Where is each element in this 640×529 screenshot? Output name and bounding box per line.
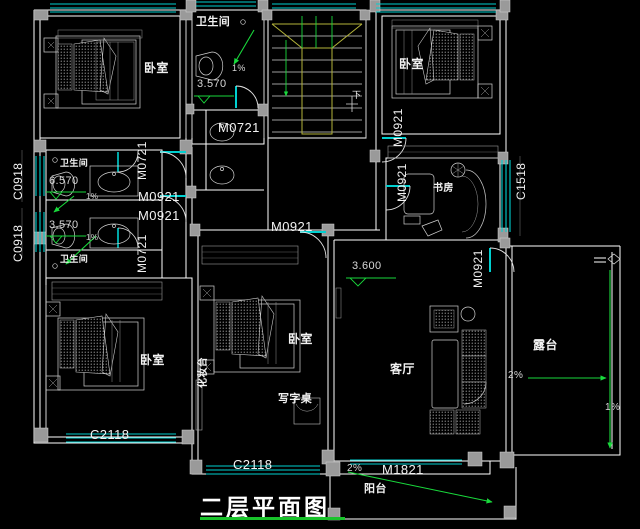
door-code-m0921-bedroom: M0921 [271, 219, 313, 234]
furniture-label-desk: 写字桌 [278, 392, 313, 405]
title-underline [200, 517, 345, 520]
elevation-bathroom-lower: 3.570 [49, 219, 79, 231]
room-label-bedroom-top-left: 卧室 [144, 61, 169, 75]
slope-bathroom-mid: 1% [86, 192, 99, 201]
door-code-m0721-left-a: M0721 [135, 141, 149, 180]
slope-arrows [53, 29, 613, 504]
wall-outlines [33, 9, 621, 520]
window-code-c2118-left: C2118 [90, 427, 130, 442]
bed-bottom-mid [195, 245, 321, 431]
room-label-bedroom-top-right: 卧室 [399, 57, 424, 71]
window-code-c0918-lower: C0918 [11, 224, 25, 262]
room-label-bathroom-mid: 卫生间 [60, 159, 89, 169]
structural-columns [33, 0, 517, 521]
door-code-m0921-study: M0921 [395, 163, 409, 202]
slope-terrace-vertical: 1% [605, 402, 621, 413]
furniture-label-dressing-table: 化妆台 [198, 356, 209, 388]
staircase [271, 16, 363, 135]
study-furniture [387, 145, 499, 239]
stair-direction-marker: 下 [352, 91, 362, 101]
window-code-c2118-mid: C2118 [233, 457, 273, 472]
slope-terrace-horizontal: 2% [508, 370, 524, 381]
door-code-m0921-living: M0921 [471, 249, 485, 288]
door-leaf [235, 85, 259, 109]
window-glazing [35, 1, 511, 475]
window-code-c0918-upper: C0918 [11, 162, 25, 200]
dimension-lines [21, 150, 521, 258]
room-label-living-room: 客厅 [390, 362, 415, 376]
bed-top-right [391, 19, 493, 99]
living-room-furniture [335, 287, 487, 435]
slope-balcony: 2% [347, 463, 363, 474]
window-code-c1518: C1518 [514, 162, 528, 200]
elevation-markers [46, 95, 396, 287]
elevation-bathroom-top: 3.570 [197, 78, 227, 90]
elevation-living-room: 3.600 [352, 260, 382, 272]
door-code-m0921-left-a: M0921 [138, 189, 180, 204]
room-label-bedroom-bottom-mid: 卧室 [288, 332, 313, 346]
room-label-bedroom-bottom-left: 卧室 [140, 353, 165, 367]
slope-bathroom-lower: 1% [86, 233, 99, 242]
elevation-bathroom-mid: 6.570 [49, 175, 79, 187]
room-label-study: 书房 [433, 183, 454, 194]
door-code-m0921-left-b: M0921 [138, 208, 180, 223]
room-label-balcony: 阳台 [364, 482, 387, 495]
room-label-bathroom-lower: 卫生间 [60, 255, 89, 265]
door-code-m0721-bath-top: M0721 [218, 120, 260, 135]
room-label-terrace: 露台 [533, 338, 558, 352]
downspout-symbol [607, 253, 621, 265]
drawing-title: 二层平面图 [200, 495, 330, 521]
bed-top-left [43, 29, 143, 109]
door-code-m0721-left-b: M0721 [135, 234, 149, 273]
slope-bathroom-top: 1% [232, 63, 246, 73]
door-code-m1821-balcony: M1821 [382, 462, 424, 477]
bed-bottom-left [45, 281, 163, 391]
bathroom-fixtures [51, 19, 246, 269]
room-label-bathroom-top: 卫生间 [196, 15, 231, 28]
door-code-m0921-stair: M0921 [391, 108, 405, 147]
door-swings [117, 85, 515, 273]
